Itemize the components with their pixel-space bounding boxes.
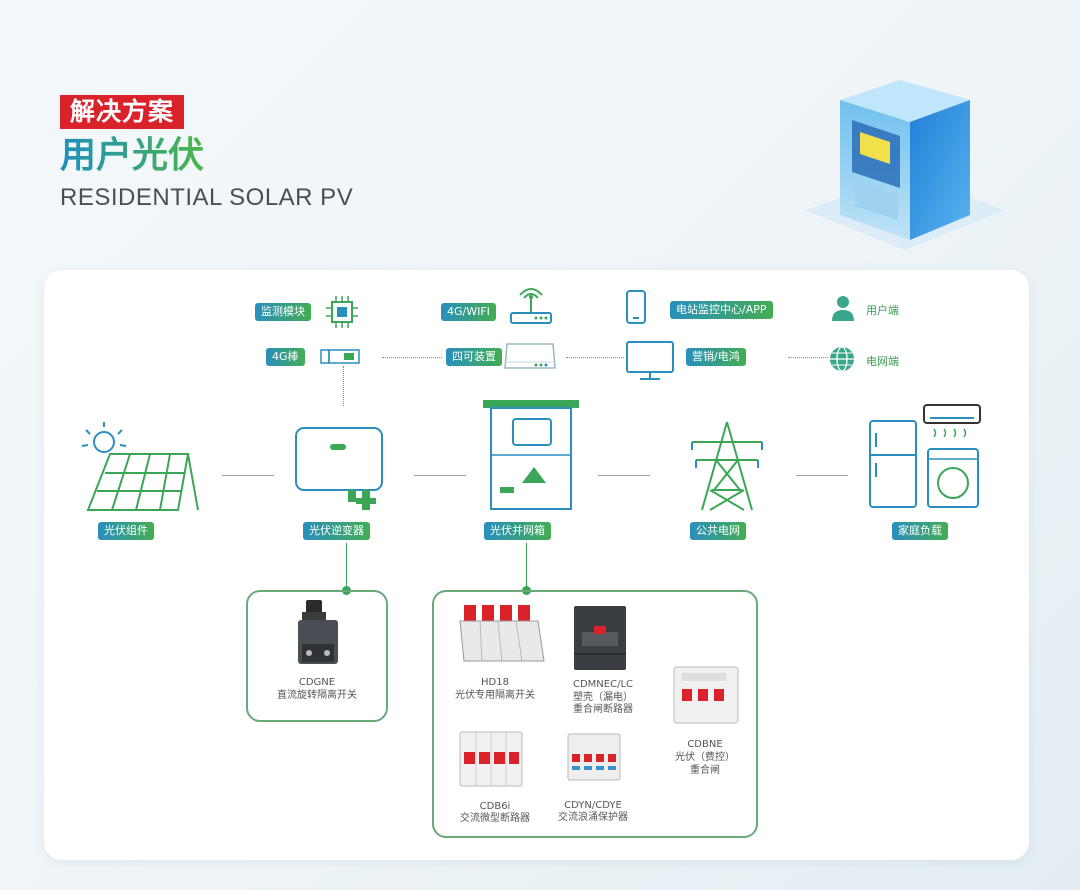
combiner-label: 光伏并网箱	[484, 522, 551, 540]
router-icon	[510, 288, 552, 324]
cabinet-illustration-icon	[805, 80, 1005, 250]
usb-stick-icon	[320, 349, 360, 364]
solution-tag: 解决方案	[60, 95, 185, 129]
cdmnec-desc1: 塑壳（漏电）	[573, 692, 633, 703]
cdb6i-breaker-icon	[459, 731, 523, 787]
monitor-module-label: 监测模块	[255, 303, 311, 321]
page-title: 用户光伏	[60, 135, 205, 176]
phone-icon	[626, 290, 646, 324]
public-grid-label: 公共电网	[690, 522, 746, 540]
combiner-to-grid-line	[598, 475, 650, 476]
user-end-label: 用户端	[866, 304, 899, 317]
cdmnec-desc2: 重合闸断路器	[573, 704, 633, 715]
stick-4g-label: 4G棒	[266, 348, 305, 366]
cdbne-desc1: 光伏（费控）	[675, 752, 735, 763]
cdbne-desc2: 重合闸	[690, 765, 720, 776]
cdmnec-breaker-icon	[574, 606, 626, 670]
page-subtitle: RESIDENTIAL SOLAR PV	[60, 184, 354, 211]
stick-to-inverter-link	[343, 366, 344, 406]
inverter-label: 光伏逆变器	[303, 522, 370, 540]
monitor-icon	[626, 341, 674, 380]
combiner-products-box	[432, 590, 758, 838]
hd18-model: HD18	[481, 677, 509, 688]
siko-device-label: 四可装置	[446, 348, 502, 366]
cdb6i-model: CDB6i	[479, 801, 511, 812]
grid-to-load-line	[796, 475, 848, 476]
inverter-to-combiner-line	[414, 475, 466, 476]
combiner-box-icon	[483, 400, 579, 510]
siko-to-marketing-link	[566, 357, 624, 358]
cdyn-desc: 交流浪涌保护器	[558, 812, 628, 823]
globe-icon	[830, 346, 854, 372]
user-icon	[832, 296, 854, 321]
station-center-label: 电站监控中心/APP	[670, 301, 773, 319]
grid-end-label: 电网端	[866, 355, 899, 368]
marketing-to-grid-link	[788, 357, 828, 358]
solar-panel-icon	[81, 422, 199, 511]
power-tower-icon	[691, 421, 763, 511]
pv-module-label: 光伏组件	[98, 522, 154, 540]
rotary-switch-icon	[298, 600, 338, 664]
hd18-isolator-icon	[459, 605, 545, 662]
combiner-to-products-line	[526, 543, 527, 590]
inverter-icon	[295, 427, 383, 510]
cdgne-desc: 直流旋转隔离开关	[277, 690, 357, 701]
cdmnec-model: CDMNEC/LC	[572, 679, 633, 690]
marketing-label: 营销/电鸿	[686, 348, 746, 366]
cdbne-breaker-icon	[673, 666, 739, 724]
home-appliances-icon	[869, 404, 981, 508]
cdbne-model: CDBNE	[687, 739, 723, 750]
chip-icon	[326, 296, 358, 328]
inverter-products-box	[246, 590, 388, 722]
wifi-4g-label: 4G/WIFI	[441, 303, 496, 321]
inverter-to-products-line	[346, 543, 347, 590]
hd18-desc: 光伏专用隔离开关	[455, 690, 535, 701]
cdyn-model: CDYN/CDYE	[564, 800, 622, 811]
pv-to-inverter-line	[222, 475, 274, 476]
siko-box-icon	[504, 343, 556, 369]
cdgne-model: CDGNE	[298, 677, 336, 688]
cdb6i-desc: 交流微型断路器	[460, 813, 530, 824]
cdyn-spd-icon	[567, 733, 621, 781]
stick-to-siko-link	[382, 357, 442, 358]
home-load-label: 家庭负载	[892, 522, 948, 540]
